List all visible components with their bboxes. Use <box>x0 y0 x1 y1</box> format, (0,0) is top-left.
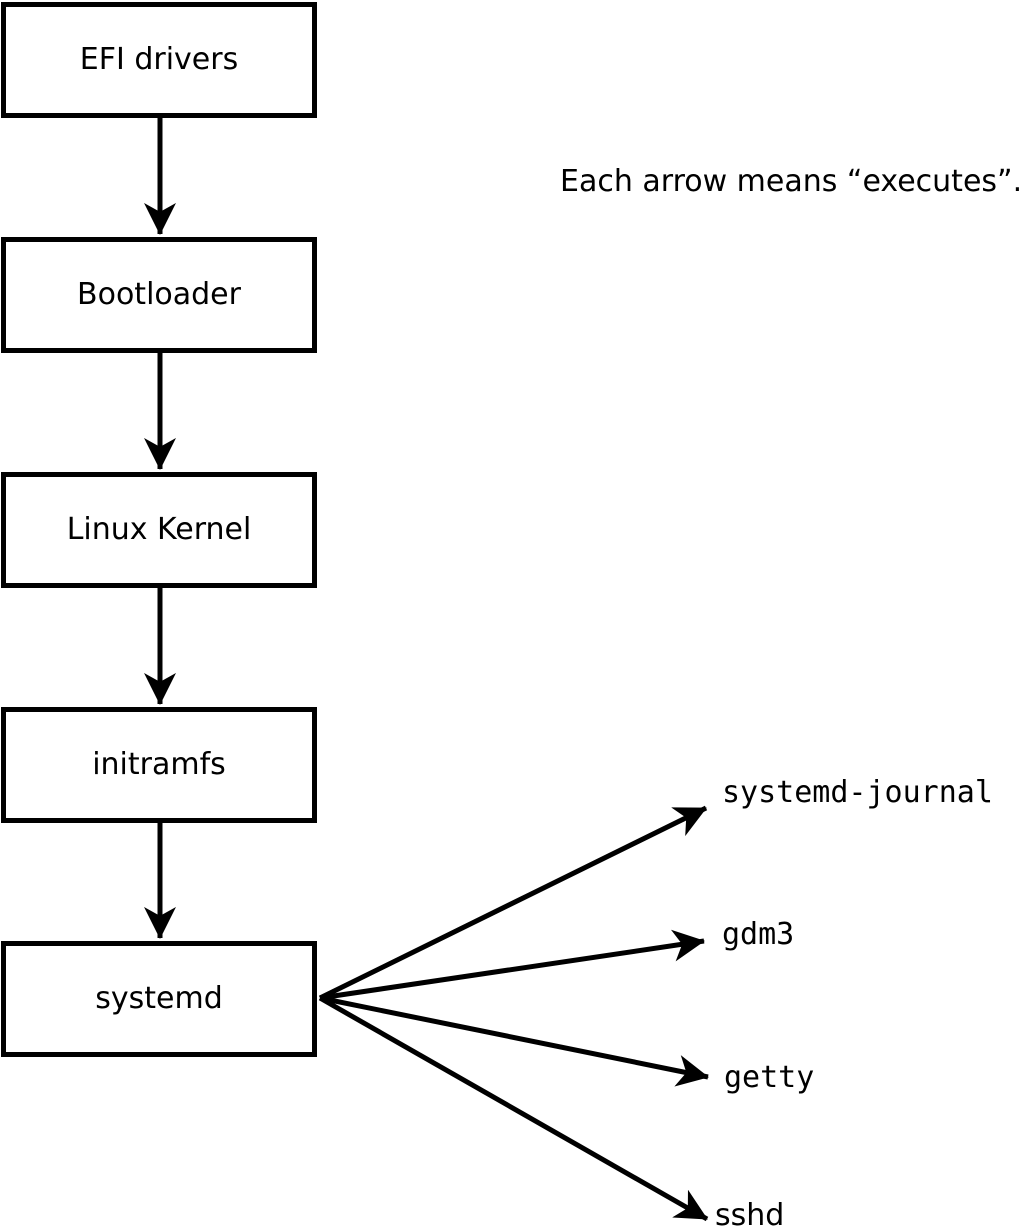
node-initramfs-label: initramfs <box>92 747 226 782</box>
node-linux-kernel: Linux Kernel <box>1 472 317 588</box>
annotation-text: Each arrow means “executes”. <box>560 164 1023 199</box>
arrow-systemd-to-journal <box>318 805 708 1001</box>
node-bootloader: Bootloader <box>1 237 317 353</box>
node-initramfs: initramfs <box>1 707 317 823</box>
node-efi-drivers: EFI drivers <box>1 2 317 118</box>
node-systemd: systemd <box>1 941 317 1057</box>
node-bootloader-label: Bootloader <box>77 277 241 312</box>
label-gdm3: gdm3 <box>722 917 795 952</box>
label-sshd: sshd <box>715 1198 785 1230</box>
arrow-systemd-to-sshd <box>318 995 709 1222</box>
node-linux-kernel-label: Linux Kernel <box>66 512 252 547</box>
node-systemd-label: systemd <box>95 981 223 1016</box>
arrow-systemd-to-gdm3 <box>319 929 705 1001</box>
label-getty: getty <box>724 1060 815 1095</box>
label-systemd-journal: systemd-journal <box>722 775 993 810</box>
arrow-systemd-to-getty <box>319 995 709 1087</box>
node-efi-drivers-label: EFI drivers <box>79 42 239 77</box>
